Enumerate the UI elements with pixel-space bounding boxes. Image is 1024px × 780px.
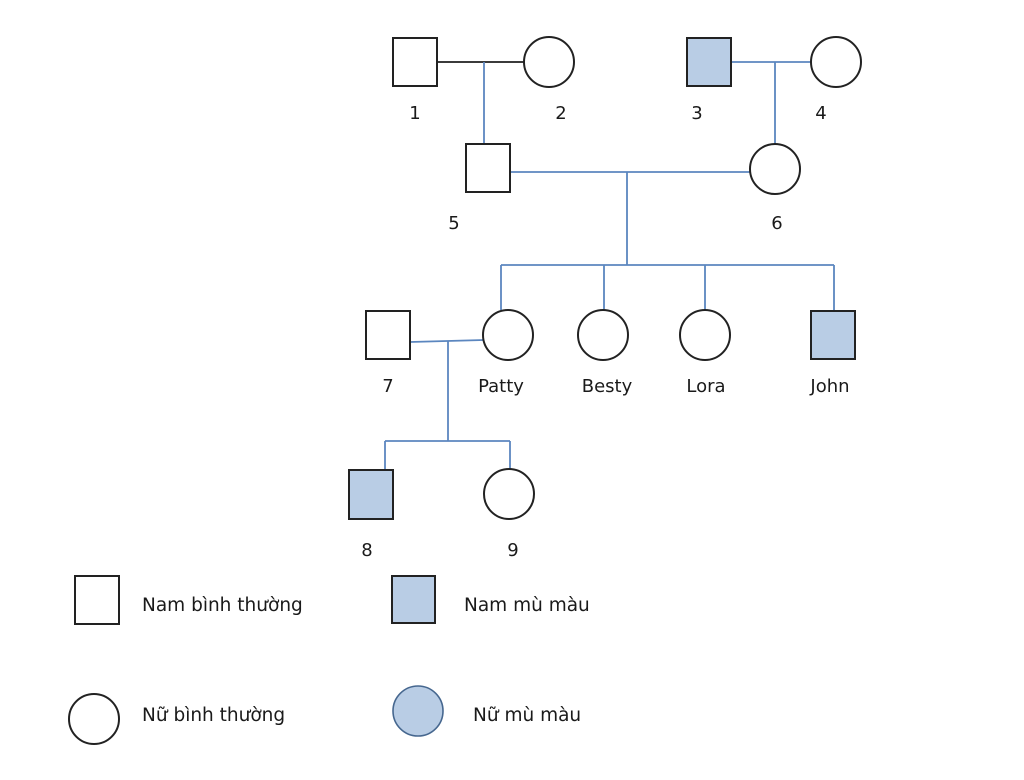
label-6: 6 [771, 213, 782, 234]
individual-patty-female-normal [482, 309, 534, 361]
legend-label-affected-male: Nam mù màu [464, 595, 590, 616]
label-patty: Patty [478, 376, 524, 397]
label-3: 3 [691, 103, 702, 124]
individual-4-female-normal [810, 36, 862, 88]
individual-john-male-affected [810, 310, 856, 360]
label-4: 4 [815, 103, 826, 124]
individual-7-male-normal [365, 310, 411, 360]
individual-9-female-normal [483, 468, 535, 520]
individual-8-male-affected [348, 469, 394, 520]
legend-item-normal-male: Nam bình thường [74, 575, 303, 625]
individual-2-female-normal [523, 36, 575, 88]
legend-label-affected-female: Nữ mù màu [473, 705, 581, 726]
label-1: 1 [409, 103, 420, 124]
couple-line-7-patty [409, 339, 485, 343]
label-5: 5 [448, 213, 459, 234]
legend: Nam bình thường Nam mù màu Nữ bình thườn… [68, 575, 590, 745]
individual-5-male-normal [465, 143, 511, 193]
individual-1-male-normal [392, 37, 438, 87]
label-8: 8 [361, 540, 372, 561]
label-besty: Besty [582, 376, 633, 397]
individual-3-male-affected [686, 37, 732, 87]
label-john: John [809, 376, 849, 397]
label-7: 7 [382, 376, 393, 397]
connectors [384, 61, 835, 470]
label-9: 9 [507, 540, 518, 561]
label-lora: Lora [686, 376, 725, 397]
label-2: 2 [555, 103, 566, 124]
legend-circle-affected-icon [392, 685, 444, 737]
individual-besty-female-normal [577, 309, 629, 361]
individual-lora-female-normal [679, 309, 731, 361]
legend-circle-normal-icon [68, 693, 120, 745]
legend-label-normal-female: Nữ bình thường [142, 705, 285, 726]
legend-square-affected-icon [391, 575, 436, 624]
individual-6-female-normal [749, 143, 801, 195]
legend-label-normal-male: Nam bình thường [142, 595, 303, 616]
legend-item-affected-male: Nam mù màu [391, 575, 590, 624]
legend-item-normal-female: Nữ bình thường [68, 693, 285, 745]
legend-square-normal-icon [74, 575, 120, 625]
legend-item-affected-female: Nữ mù màu [392, 685, 581, 737]
